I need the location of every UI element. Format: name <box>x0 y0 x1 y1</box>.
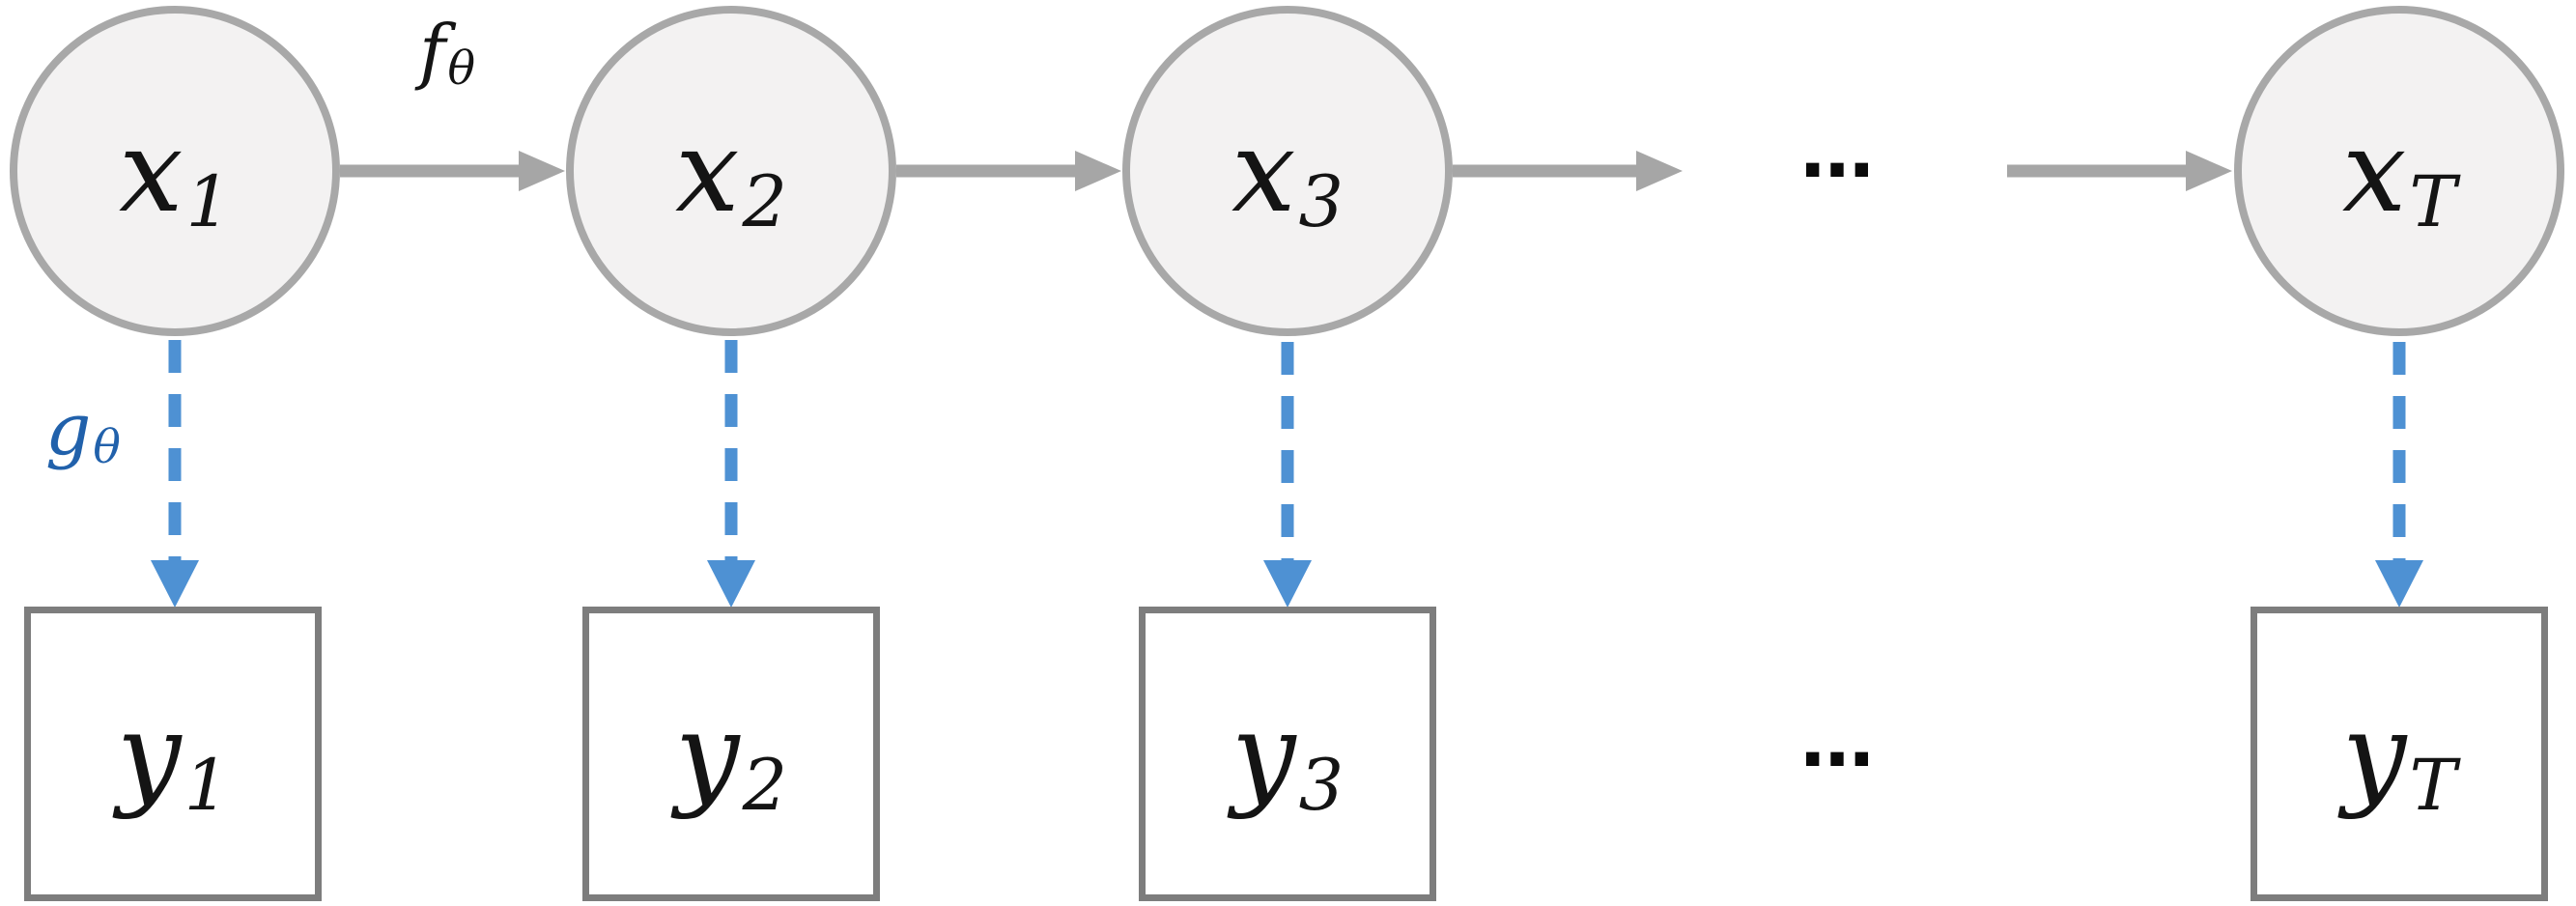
transition-function-label: fθ <box>419 10 475 97</box>
state-node-x1: x1 <box>10 6 340 336</box>
state-label-x1: x1 <box>118 104 232 244</box>
state-label-x2: x2 <box>674 104 788 244</box>
ellipsis-bottom: … <box>1800 697 1880 783</box>
transition-arrow-1 <box>340 151 565 191</box>
state-node-xT: xT <box>2234 6 2564 336</box>
emission-arrow-3 <box>1263 342 1312 608</box>
transition-arrow-4 <box>2007 151 2232 191</box>
obs-node-y1: y1 <box>24 607 322 901</box>
state-node-x3: x3 <box>1122 6 1453 336</box>
obs-node-y2: y2 <box>582 607 880 901</box>
transition-arrow-2 <box>896 151 1121 191</box>
state-label-xT: xT <box>2341 104 2457 244</box>
transition-arrow-3 <box>1453 151 1683 191</box>
obs-label-y3: y3 <box>1231 687 1345 827</box>
state-node-x2: x2 <box>566 6 896 336</box>
emission-arrow-2 <box>707 340 755 608</box>
emission-function-label: gθ <box>45 388 121 475</box>
obs-label-y2: y2 <box>674 687 788 827</box>
obs-label-yT: yT <box>2341 687 2457 827</box>
obs-node-y3: y3 <box>1139 607 1436 901</box>
emission-arrow-4 <box>2375 342 2423 608</box>
state-label-x3: x3 <box>1231 104 1345 244</box>
emission-arrow-1 <box>151 340 199 608</box>
obs-label-y1: y1 <box>116 687 230 827</box>
obs-node-yT: yT <box>2250 607 2548 901</box>
ellipsis-top: … <box>1800 108 1880 194</box>
